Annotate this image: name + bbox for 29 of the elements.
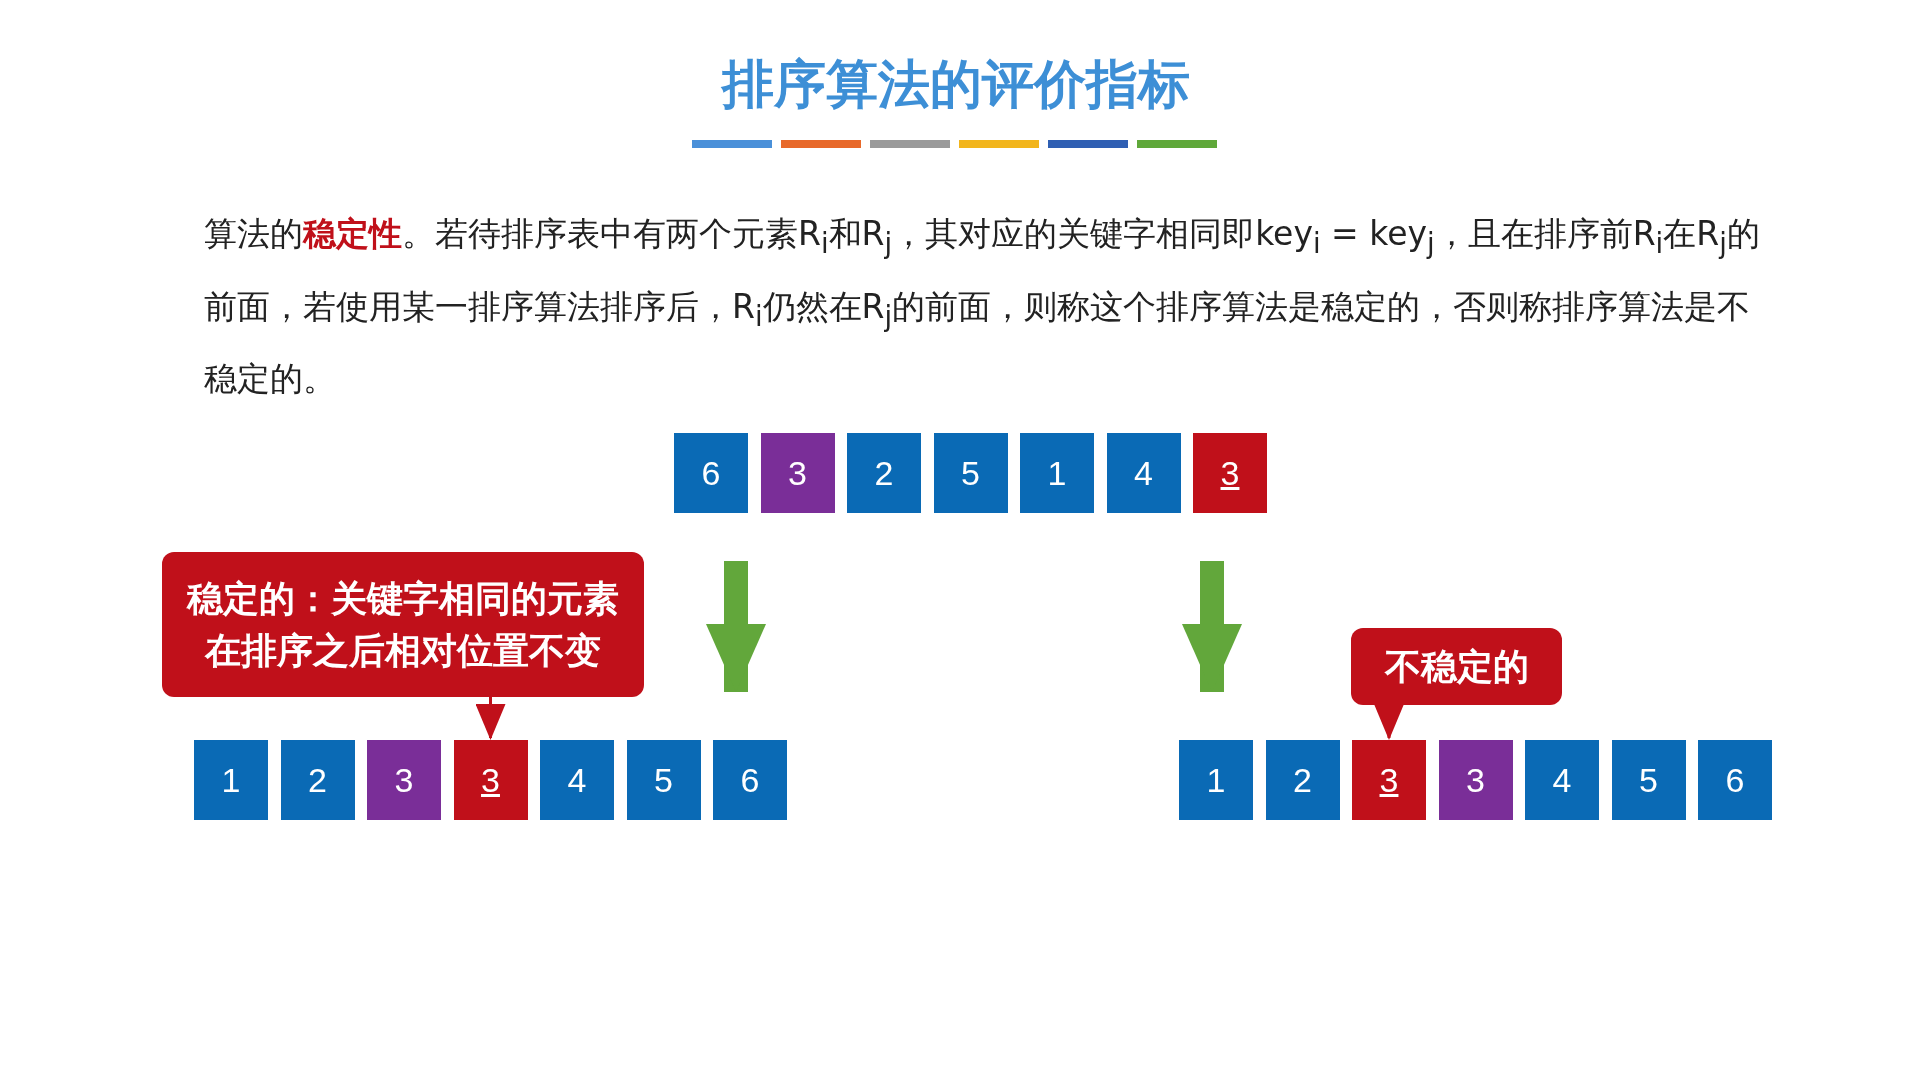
array-cell: 3	[367, 740, 441, 820]
array-cell: 5	[1611, 740, 1686, 820]
array-cell: 5	[933, 433, 1008, 513]
array-cell: 1	[1020, 433, 1094, 513]
array-cell: 4	[1106, 433, 1181, 513]
slide-title: 排序算法的评价指标	[720, 53, 1191, 116]
array-cell: 3	[1352, 740, 1426, 820]
array-cell: 3	[453, 740, 528, 820]
array-cell: 3	[1193, 433, 1267, 513]
array-cell: 1	[1179, 740, 1253, 820]
down-arrow	[706, 561, 766, 692]
array-cell: 6	[713, 740, 787, 820]
callout-pointer	[1374, 704, 1404, 740]
down-arrow	[1182, 561, 1242, 692]
array-cell: 3	[760, 433, 835, 513]
array-cell: 2	[847, 433, 921, 513]
array-cell: 4	[1525, 740, 1599, 820]
speech-bubble: 稳定的：关键字相同的元素在排序之后相对位置不变	[162, 552, 644, 697]
array-cell: 5	[626, 740, 701, 820]
array-cell: 2	[1265, 740, 1340, 820]
array-cell: 1	[194, 740, 268, 820]
callout-pointer	[475, 697, 506, 740]
array-cell: 3	[1438, 740, 1513, 820]
array-cell: 4	[540, 740, 614, 820]
array-cell: 6	[1698, 740, 1772, 820]
definition-paragraph: 算法的稳定性。若待排序表中有两个元素R$_{i}$和R$_{j}$，其对应的关键字相同即key$_{i}$ = key$_{j}$，且在排序前R$_{i}$在R$_{j}$的前面，若使用某一排序算法排序后，R$_{i}$仍然在R$_{j}$的前面，则称这个排序算法是稳定的，否则称排序算法是不稳定的。	[204, 213, 1761, 401]
speech-bubble: 不稳定的	[1351, 628, 1562, 705]
array-cell: 2	[280, 740, 355, 820]
array-cell: 6	[674, 433, 748, 513]
